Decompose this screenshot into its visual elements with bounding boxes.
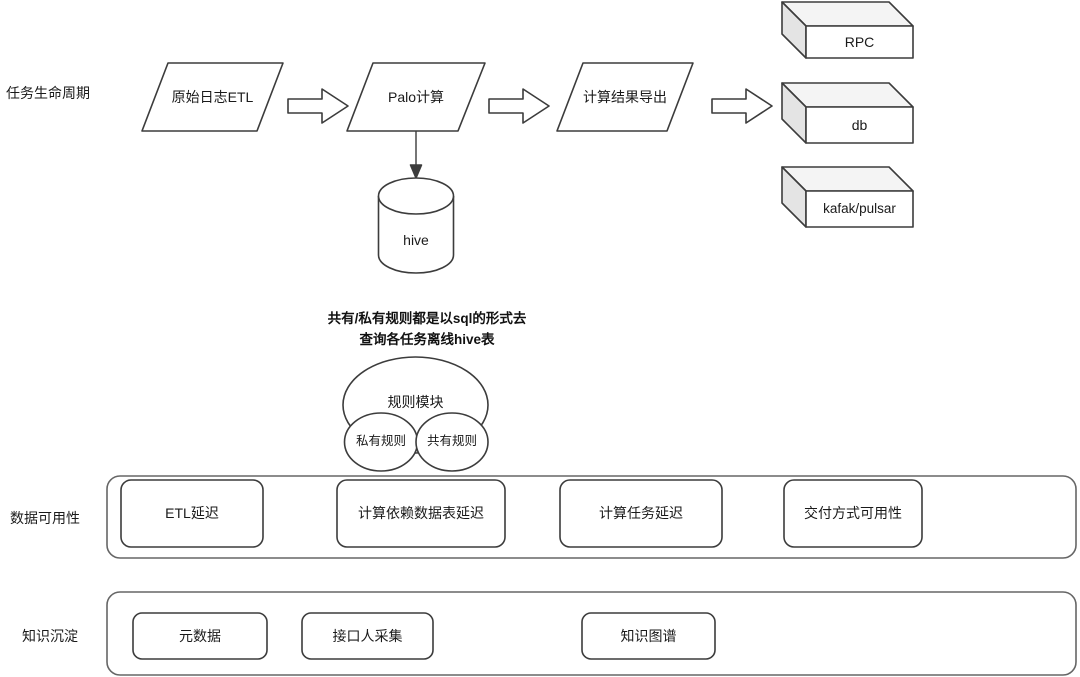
hive-database-label: hive: [403, 231, 429, 248]
contact-collection-label: 接口人采集: [332, 627, 403, 644]
step-result-export-label: 计算结果导出: [583, 88, 667, 105]
metadata-label: 元数据: [179, 627, 221, 644]
knowledge-graph-label: 知识图谱: [620, 627, 677, 644]
db-cube-front: [805, 106, 914, 144]
rules-note-line2: 查询各任务离线hive表: [359, 332, 495, 347]
kafka-cube-front: [805, 190, 914, 228]
etl-delay-box: [120, 479, 264, 548]
db-datastore-label: db: [851, 116, 868, 133]
rpc-datastore-label: RPC: [844, 33, 875, 50]
lifecycle-row-label: 任务生命周期: [6, 84, 90, 101]
dependency-table-delay-box: [336, 479, 506, 548]
hive-database-top: [377, 177, 455, 215]
palo-to-hive-arrowhead: [409, 164, 423, 179]
availability-row-label: 数据可用性: [10, 509, 80, 526]
kafka-pulsar-datastore-shape: [781, 166, 914, 228]
etl-delay-label: ETL延迟: [165, 505, 219, 522]
contact-collection-box: [301, 612, 434, 660]
step-raw-log-etl-shape: [141, 62, 284, 132]
step-palo-compute-label: Palo计算: [387, 88, 445, 105]
delivery-availability-box: [783, 479, 923, 548]
flow-arrow-3: [711, 88, 773, 124]
shared-rules-label: 共有规则: [426, 434, 477, 449]
knowledge-row-label: 知识沉淀: [22, 627, 78, 644]
task-delay-box: [559, 479, 723, 548]
metadata-box: [132, 612, 268, 660]
knowledge-graph-box: [581, 612, 716, 660]
rpc-datastore-shape: [781, 1, 914, 59]
delivery-availability-label: 交付方式可用性: [804, 505, 902, 522]
dependency-table-delay-label: 计算依赖数据表延迟: [358, 505, 484, 522]
step-palo-compute-shape: [346, 62, 486, 132]
step-result-export-shape: [556, 62, 694, 132]
rules-note: 共有/私有规则都是以sql的形式去 查询各任务离线hive表: [297, 308, 557, 350]
kafka-pulsar-datastore-label: kafak/pulsar: [823, 201, 896, 217]
flow-arrow-2: [488, 88, 550, 124]
private-rules-label: 私有规则: [355, 434, 406, 449]
flow-arrow-1: [287, 88, 349, 124]
shared-rules-ellipse: [415, 412, 489, 472]
db-datastore-shape: [781, 82, 914, 144]
rules-note-line1: 共有/私有规则都是以sql的形式去: [327, 311, 527, 326]
rpc-cube-front: [805, 25, 914, 59]
step-raw-log-etl-label: 原始日志ETL: [171, 88, 254, 105]
hive-database-shape: [377, 196, 455, 274]
rule-module-label: 规则模块: [387, 393, 444, 410]
task-delay-label: 计算任务延迟: [599, 505, 683, 522]
